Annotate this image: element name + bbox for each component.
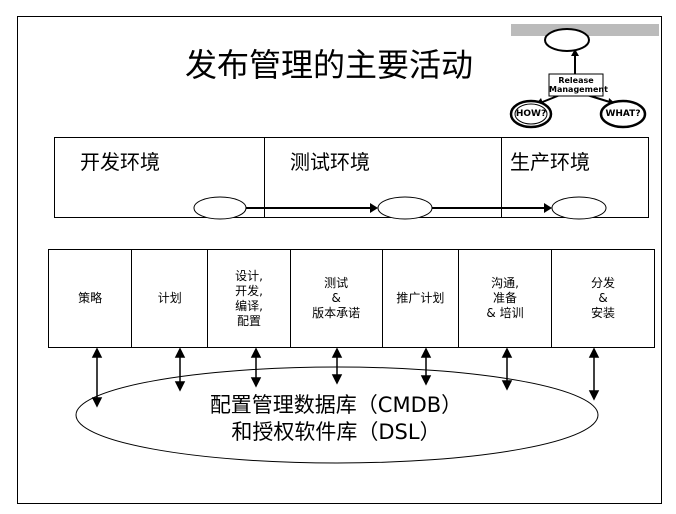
activity-strategy: 策略 (49, 250, 133, 347)
env-prod-label: 生产环境 (510, 150, 590, 174)
logo-lines (509, 28, 647, 129)
activities-row: 策略 计划 设计, 开发, 编译, 配置 测试 & 版本承诺 推广计划 沟通, … (48, 249, 655, 348)
env-dev-box: 开发环境 (54, 137, 265, 218)
logo-what-label: WHAT? (605, 109, 641, 119)
activity-plan: 计划 (132, 250, 209, 347)
activity-communicate: 沟通, 准备 & 培训 (459, 250, 553, 347)
repository-line2: 和授权软件库（DSL） (231, 420, 441, 444)
activity-design: 设计, 开发, 编译, 配置 (208, 250, 291, 347)
blurred-watermark (511, 24, 659, 36)
env-test-box: 测试环境 (264, 137, 502, 218)
env-prod-box: 生产环境 (501, 137, 649, 218)
logo-how-label: HOW? (515, 109, 547, 119)
repository-label: 配置管理数据库（CMDB） 和授权软件库（DSL） (76, 392, 596, 446)
logo-center-label: Release Management (549, 76, 608, 94)
slide-title: 发布管理的主要活动 (185, 46, 474, 84)
env-dev-label: 开发环境 (80, 150, 160, 174)
activity-distribute: 分发 & 安装 (591, 276, 616, 320)
activity-test: 测试 & 版本承诺 (291, 250, 383, 347)
env-test-label: 测试环境 (290, 150, 370, 174)
slide-frame (17, 16, 662, 504)
activity-rollout: 推广计划 (383, 250, 459, 347)
release-management-logo: Release Management HOW? WHAT? (505, 18, 665, 133)
repository-line1: 配置管理数据库（CMDB） (209, 393, 463, 417)
